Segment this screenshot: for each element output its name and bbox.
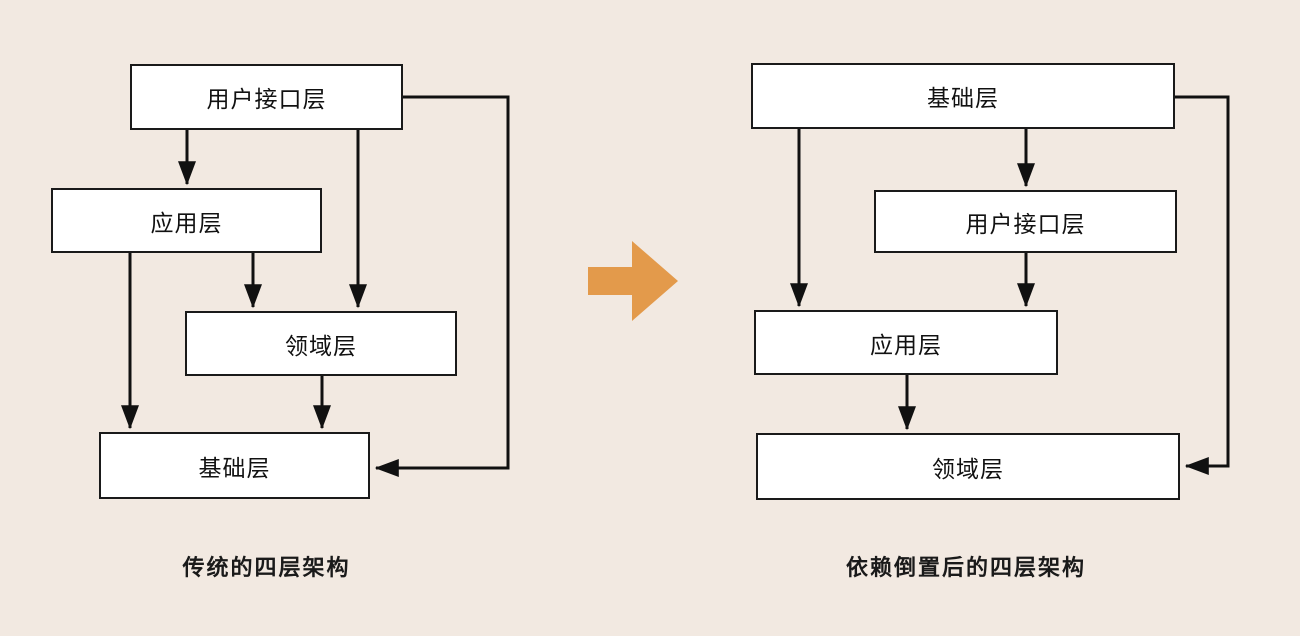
left-node-ui-label: 用户接口层 [206,86,327,112]
left-node-infra-label: 基础层 [198,454,271,481]
edge-left-ui-to-infra-routed [374,95,510,477]
right-node-infra[interactable]: 基础层 [751,63,1175,129]
left-node-ui[interactable]: 用户接口层 [130,64,403,130]
left-node-infra[interactable]: 基础层 [99,432,370,499]
right-node-domain-label: 领域层 [932,455,1004,482]
right-node-domain[interactable]: 领域层 [756,433,1180,500]
left-node-domain[interactable]: 领域层 [185,311,457,376]
right-node-ui-label: 用户接口层 [965,210,1086,237]
left-node-app-label: 应用层 [150,209,223,236]
right-node-infra-label: 基础层 [927,85,999,111]
right-node-ui[interactable]: 用户接口层 [874,190,1177,253]
left-node-app[interactable]: 应用层 [51,188,322,253]
left-diagram-caption: 传统的四层架构 [182,555,351,580]
edge-right-infra-to-domain-routed [1175,95,1230,475]
right-arrow-icon [588,241,678,321]
right-diagram-caption: 依赖倒置后的四层架构 [845,555,1086,580]
right-node-app[interactable]: 应用层 [754,310,1058,375]
left-node-domain-label: 领域层 [285,332,357,359]
right-node-app-label: 应用层 [870,331,942,358]
